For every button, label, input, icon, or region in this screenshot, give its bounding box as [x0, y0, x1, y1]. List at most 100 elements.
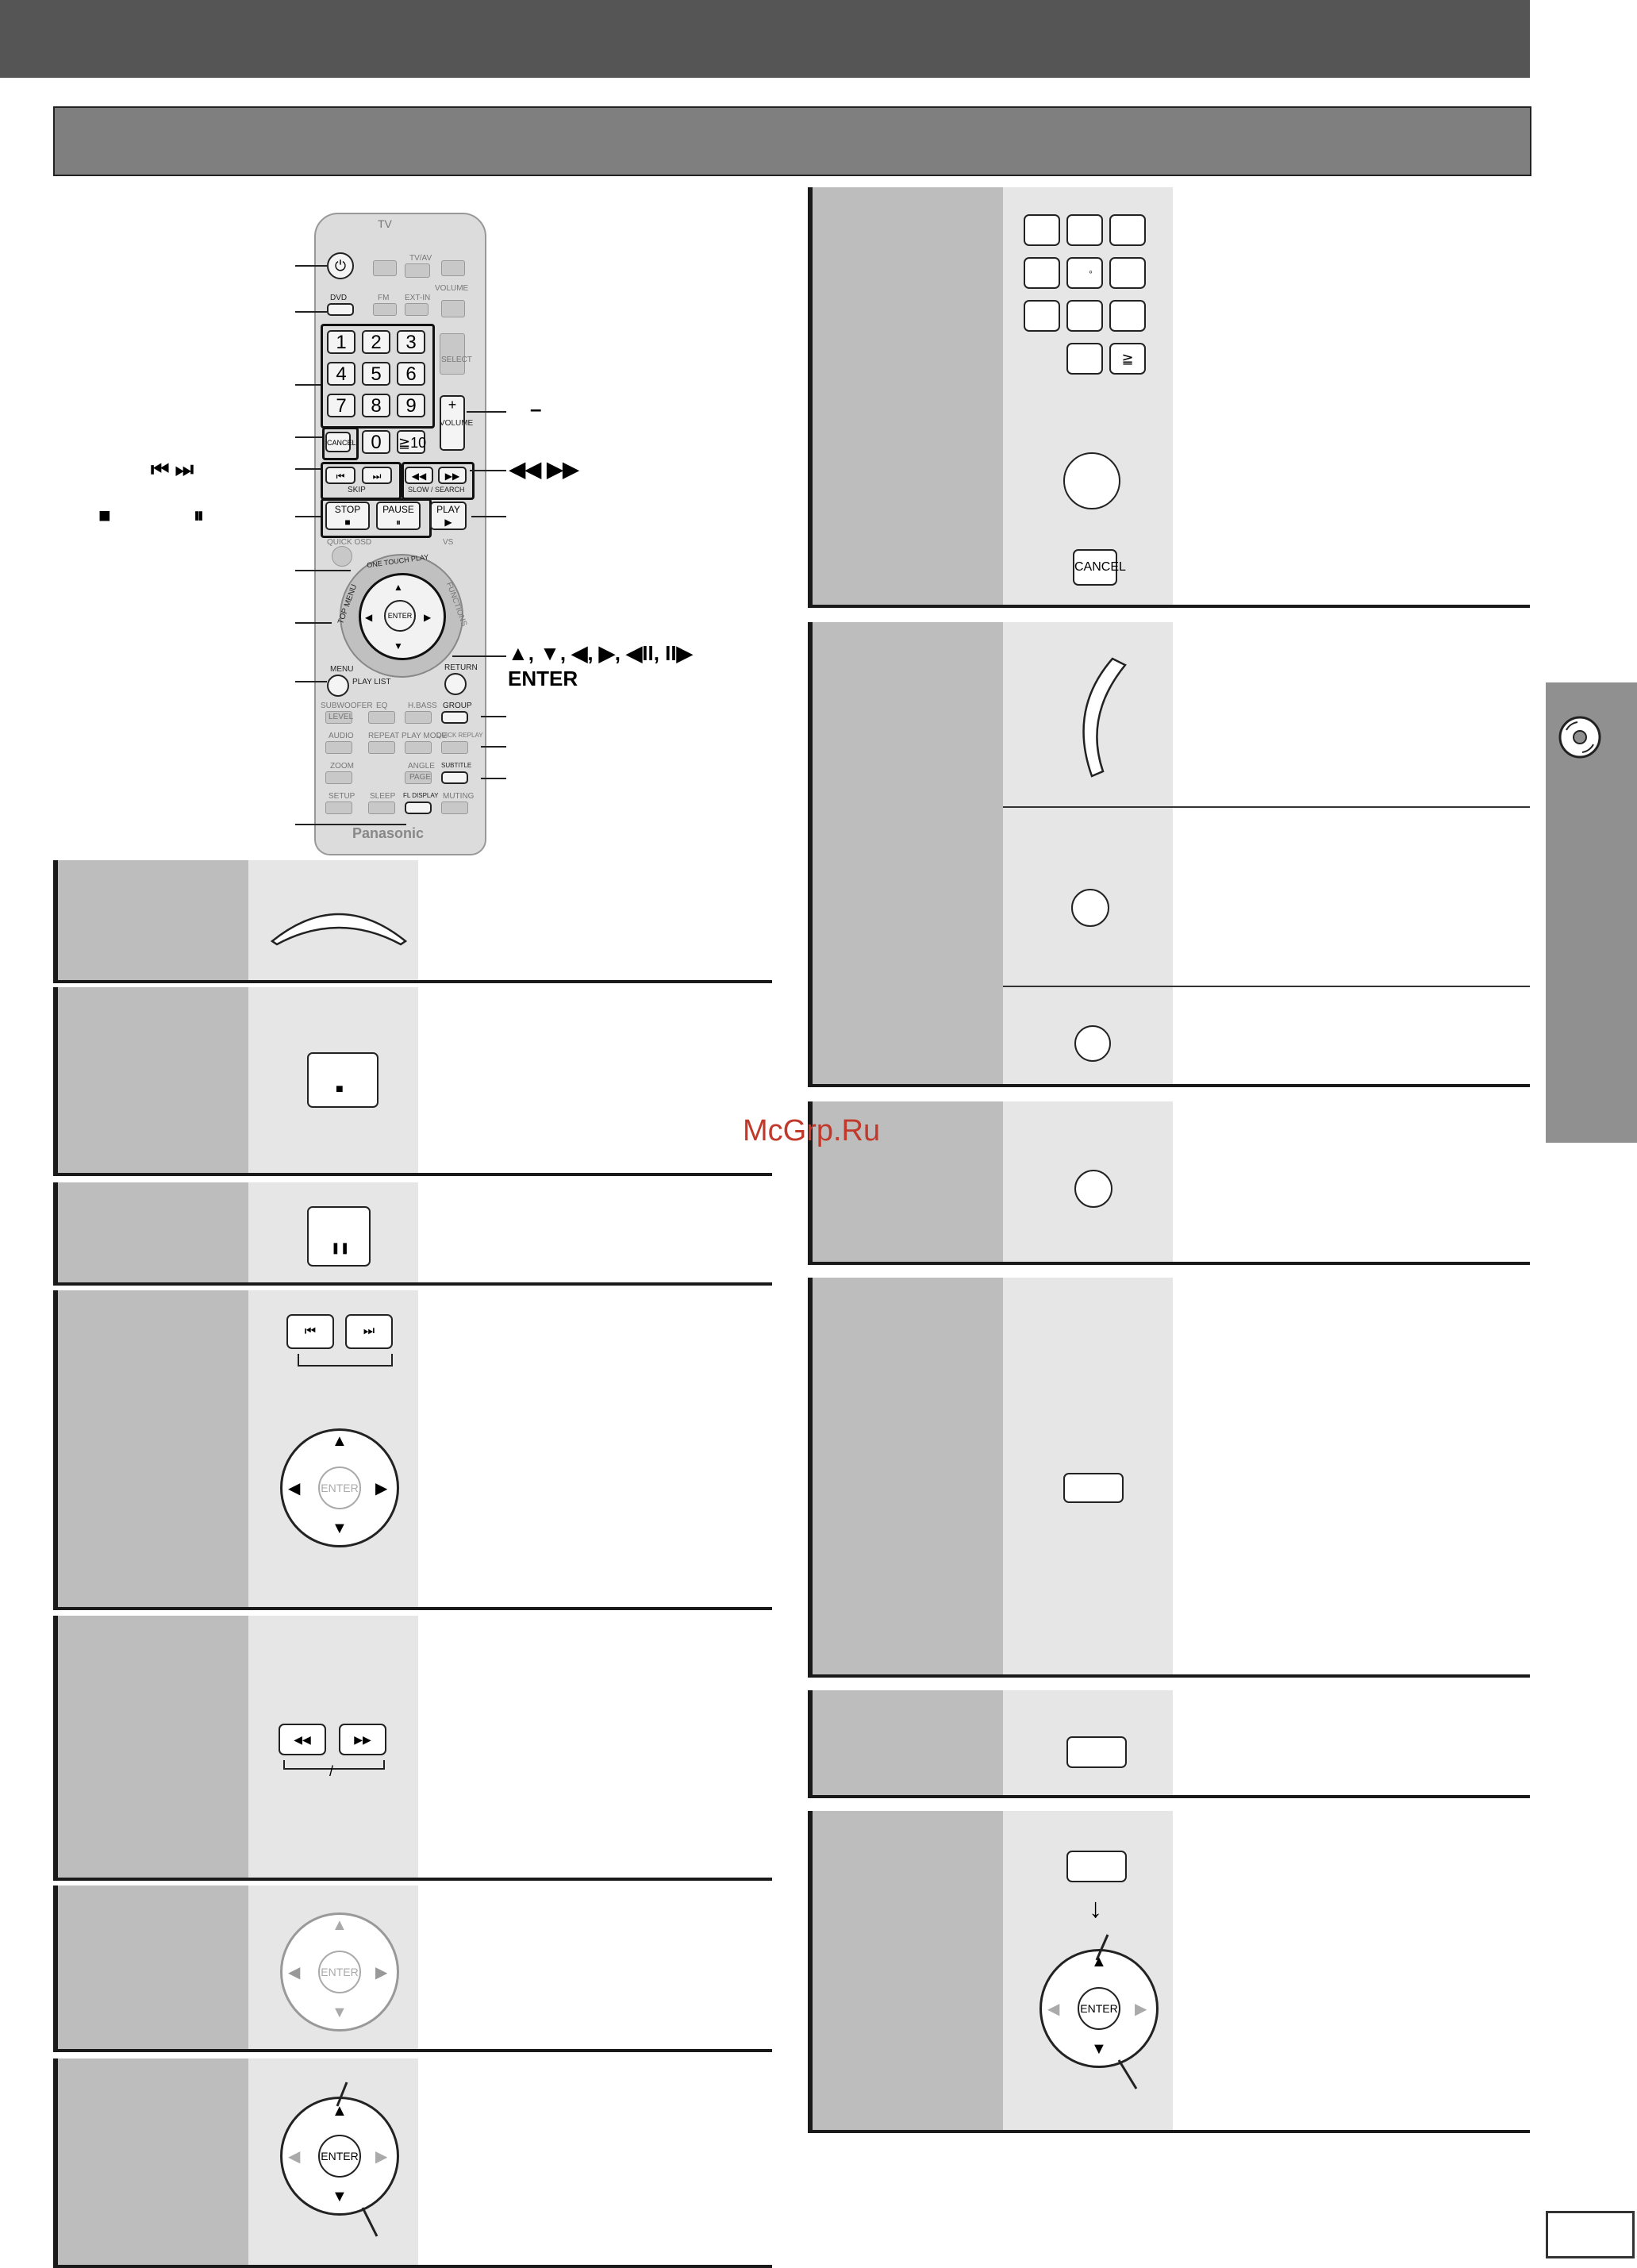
remote-enter-button[interactable]: ENTER — [384, 600, 416, 632]
down-arrow-icon: ↓ — [1089, 1893, 1102, 1924]
muting-button[interactable] — [441, 801, 468, 814]
group-button[interactable] — [441, 711, 468, 724]
subtitle-leader — [481, 778, 506, 779]
tv-volume-down-button[interactable] — [441, 300, 465, 317]
fm-label: FM — [378, 294, 390, 302]
watermark-text: McGrp.Ru — [743, 1114, 881, 1147]
key-3-icon — [1109, 214, 1146, 246]
skip-back-button-icon: ⏮ — [286, 1314, 334, 1349]
cancel-frame — [322, 427, 359, 460]
volume-button[interactable]: + — [440, 395, 465, 451]
skip-back-button[interactable]: ⏮ — [325, 467, 355, 484]
panel-numbered-buttons: ◦ ≧ CANCEL — [808, 187, 1530, 608]
search-bracket — [283, 1760, 385, 1770]
eq-button[interactable] — [368, 711, 395, 724]
play-label: PLAY — [436, 504, 460, 515]
play-button[interactable]: PLAY▶ — [430, 502, 467, 530]
volume-leader — [467, 411, 506, 413]
search-forward-button[interactable]: ▶▶ — [438, 467, 467, 484]
left-arrow-icon: ◀ — [365, 612, 373, 623]
hbass-button[interactable] — [405, 711, 432, 724]
tv-label: TV — [378, 217, 392, 230]
skip-leader — [295, 468, 321, 470]
tvav-label: TV/AV — [409, 254, 432, 263]
subtitle-button[interactable] — [441, 771, 468, 784]
pause-button[interactable]: PAUSE⏸ — [376, 502, 421, 530]
fm-button[interactable] — [373, 303, 397, 316]
search-leader — [470, 470, 506, 471]
fldisplay-button[interactable] — [405, 801, 432, 814]
digit-2-button[interactable]: 2 — [362, 330, 390, 354]
panel-divider — [1003, 986, 1530, 987]
panel-divider — [1003, 806, 1530, 808]
key-tenplus-icon: ≧ — [1109, 343, 1146, 375]
fl-display-button-icon — [1063, 1473, 1124, 1503]
skip-bracket — [298, 1354, 393, 1367]
tvav-button[interactable] — [405, 263, 430, 278]
search-back-button[interactable]: ◀◀ — [405, 467, 433, 484]
digit-8-button[interactable]: 8 — [362, 394, 390, 417]
angle-button[interactable] — [405, 771, 432, 784]
sleep-button[interactable] — [368, 801, 395, 814]
down-arrow-icon: ▼ — [332, 1520, 348, 1537]
audio-button[interactable] — [325, 741, 352, 754]
digit-7-button[interactable]: 7 — [327, 394, 355, 417]
playmode-button[interactable] — [405, 741, 432, 754]
repeat-button[interactable] — [368, 741, 395, 754]
disc-icon — [1558, 716, 1601, 759]
extin-button[interactable] — [405, 303, 428, 316]
stop-button[interactable]: STOP■ — [325, 502, 370, 530]
subwoofer-button[interactable] — [325, 711, 352, 724]
up-arrow-icon: ▲ — [332, 2102, 348, 2120]
digit-3-button[interactable]: 3 — [397, 330, 425, 354]
top-menu-leader — [295, 622, 332, 624]
digit-1-button[interactable]: 1 — [327, 330, 355, 354]
digit-9-button[interactable]: 9 — [397, 394, 425, 417]
digit-6-button[interactable]: 6 — [397, 362, 425, 386]
slow-forward-arrow-icon: ▶ — [375, 1964, 388, 1982]
remote-cancel-button[interactable]: CANCEL — [325, 432, 356, 452]
quickreplay-button[interactable] — [441, 741, 468, 754]
tv-power-button[interactable] — [373, 260, 397, 276]
quick-osd-button[interactable] — [332, 546, 352, 567]
down-arrow-icon: ▼ — [394, 640, 403, 652]
zoom-button[interactable] — [325, 771, 352, 784]
down-arrow-icon: ▼ — [332, 2004, 348, 2021]
ten-plus-button[interactable]: ≧10 — [397, 430, 426, 454]
group-leader — [481, 746, 506, 748]
volume-callout: – — [530, 397, 542, 421]
pause-callout: ⏸ — [194, 503, 205, 527]
panel-frame-by-frame: ENTER ▲ ▼ ◀ ▶ — [53, 2058, 772, 2268]
tv-volume-up-button[interactable] — [441, 260, 465, 276]
return-label: RETURN — [444, 663, 478, 672]
cancel-button-icon: CANCEL — [1073, 549, 1126, 586]
panel-pause: ❚❚ — [53, 1182, 772, 1286]
repeat-label: REPEAT — [368, 732, 400, 740]
select-button[interactable] — [440, 333, 465, 375]
setup-label: SETUP — [329, 792, 355, 801]
panel-fl-display — [808, 1278, 1530, 1678]
power-button[interactable]: ⏻ — [327, 252, 354, 279]
digit-0-button[interactable]: 0 — [362, 430, 390, 454]
pause-label: PAUSE — [382, 504, 414, 515]
hbass-label: H.BASS — [408, 702, 437, 710]
dvd-button[interactable] — [327, 303, 354, 316]
key-4-icon — [1024, 257, 1060, 289]
stop-callout: ■ — [98, 503, 111, 527]
setup-button[interactable] — [325, 801, 352, 814]
digit-4-button[interactable]: 4 — [327, 362, 355, 386]
left-arrow-icon: ◀ — [1047, 2001, 1060, 2018]
skip-forward-button[interactable]: ⏭ — [362, 467, 392, 484]
panel-group — [808, 1690, 1530, 1798]
menu-button[interactable] — [327, 675, 349, 697]
level-label: LEVEL — [329, 713, 354, 721]
side-tab — [1546, 682, 1637, 1143]
return-leader — [481, 716, 506, 717]
one-touch-leader — [295, 570, 351, 571]
section-bar — [53, 106, 1531, 176]
return-button[interactable] — [444, 673, 467, 695]
cancel-leader — [295, 436, 322, 438]
dvd-leader — [295, 311, 327, 313]
panel-stop: ■ — [53, 987, 772, 1176]
digit-5-button[interactable]: 5 — [362, 362, 390, 386]
